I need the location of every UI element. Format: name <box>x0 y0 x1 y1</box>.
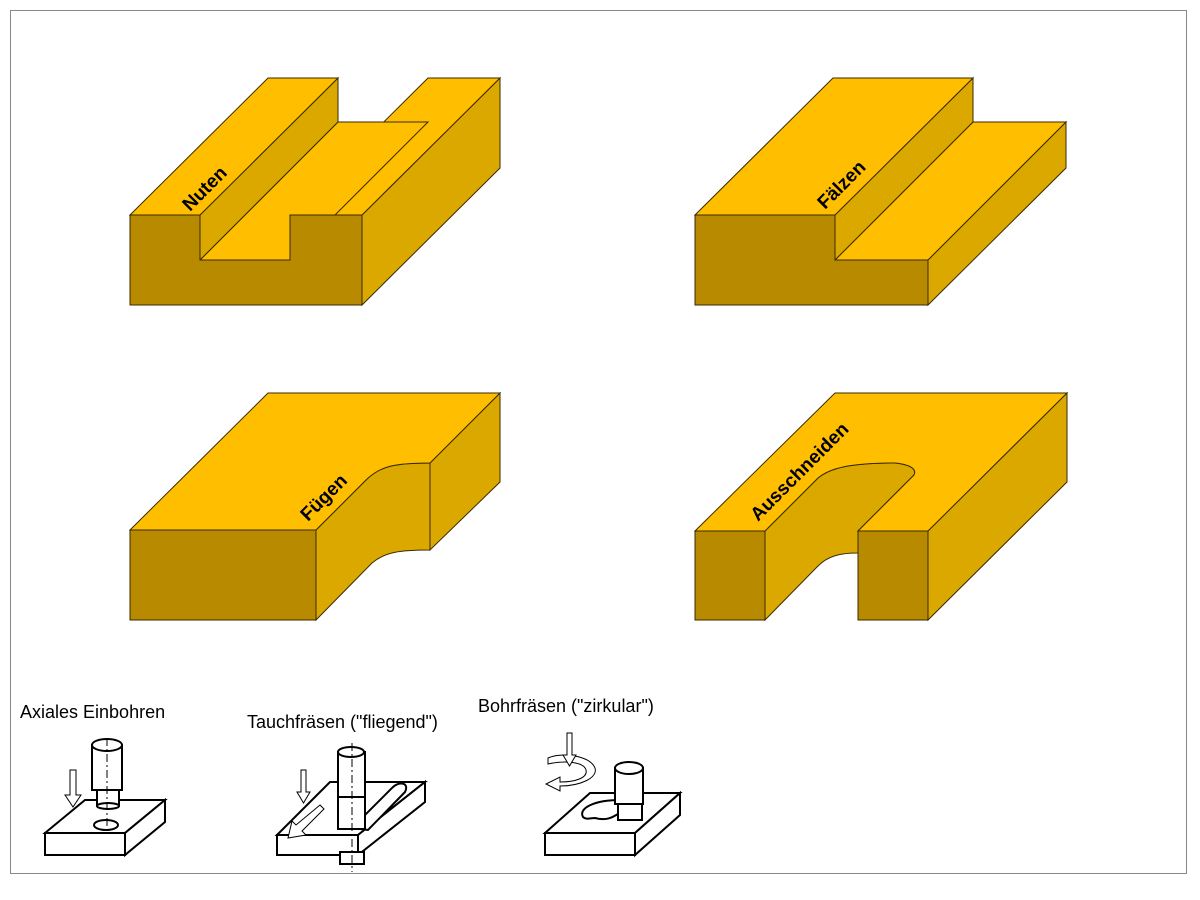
nuten-block: Nuten <box>128 76 502 307</box>
diagram-frame <box>10 10 1187 874</box>
down-arrow-icon <box>562 732 577 767</box>
axial-drilling-sketch: Axiales Einbohren <box>20 702 168 858</box>
rotation-arrow-icon <box>544 754 596 792</box>
diagonal-arrow-icon <box>287 804 325 839</box>
down-arrow-icon <box>64 769 82 808</box>
plunge-milling-sketch: Tauchfräsen ("fliegend") <box>247 712 438 872</box>
faelzen-block: Fälzen <box>693 76 1068 307</box>
circular-milling-sketch: Bohrfräsen ("zirkular") <box>478 696 683 858</box>
caption-axial: Axiales Einbohren <box>20 702 165 722</box>
fuegen-block: Fügen <box>128 391 502 622</box>
ausschneiden-block: Ausschneiden <box>693 391 1069 622</box>
down-arrow-icon <box>296 769 311 804</box>
caption-tauch: Tauchfräsen ("fliegend") <box>247 712 438 732</box>
caption-bohr: Bohrfräsen ("zirkular") <box>478 696 654 716</box>
